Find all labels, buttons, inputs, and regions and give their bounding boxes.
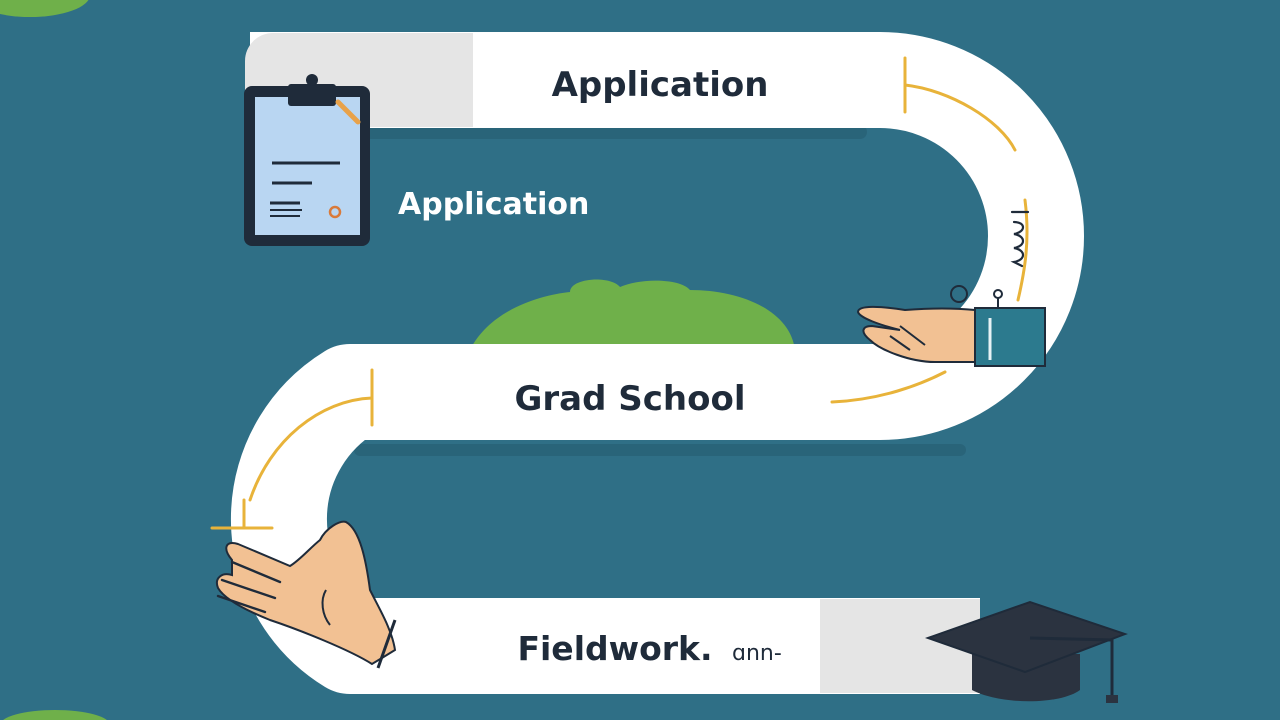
stage-label-application: Application [552,65,769,105]
corner-blob-top [0,0,89,17]
stage-label-fieldwork: Fieldwork. [517,629,712,668]
hill-shape [470,279,795,350]
winding-road [230,32,1084,694]
squiggle-text: ɑnn- [732,641,782,666]
stage-label-grad-school: Grad School [514,379,745,419]
graduation-cap-icon [924,600,1128,703]
side-label-application: Application [398,187,589,222]
small-circle-a [950,285,968,303]
hand-icon [856,305,1046,367]
squiggle-decoration [1010,210,1030,268]
hand-icon [216,520,397,669]
corner-blob-bottom [3,710,107,720]
clipboard-icon [244,74,370,246]
